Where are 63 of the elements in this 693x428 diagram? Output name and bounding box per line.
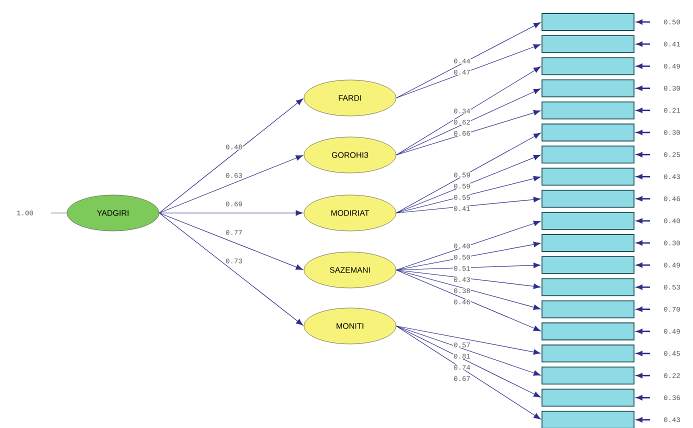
arrow [396,132,541,214]
indicator-box [542,146,634,164]
indicator-box [542,212,634,230]
arrow [396,66,541,156]
error-arrow [636,373,650,378]
arrow [396,270,541,290]
error-arrow [636,351,650,356]
arrow [396,242,541,270]
arrow [396,196,541,214]
indicator-box [542,300,634,318]
indicator-box [542,366,634,385]
error-arrow [636,174,650,180]
indicator-box [542,124,634,142]
error-arrow [636,130,650,135]
line [50,212,68,214]
arrow [158,98,304,214]
arrow [396,326,541,398]
error-arrow [636,284,650,290]
arrow [396,270,541,332]
arrow [158,212,303,270]
arrow [396,270,541,310]
arrow [158,210,303,216]
error-arrow [636,417,650,422]
indicator-box [542,101,634,120]
arrow [396,220,541,270]
arrow [396,44,541,98]
indicator-box [542,322,634,340]
error-arrow [636,328,650,334]
arrow [396,22,541,98]
error-arrow [636,240,650,246]
arrow [396,326,541,420]
indicator-box [542,35,634,54]
arrow [396,326,541,376]
indicator-box [542,13,634,31]
indicator-box [542,57,634,76]
arrow [158,212,304,326]
error-arrow [636,42,650,47]
arrow [396,154,541,214]
error-arrow [636,20,650,24]
error-arrow [636,218,650,224]
arrow [396,326,541,355]
error-arrow [636,196,650,202]
error-arrow [636,395,650,400]
arrow [396,88,541,156]
indicator-box [542,79,634,98]
indicator-box [542,168,634,186]
indicator-box [542,388,634,407]
indicator-box [542,344,634,362]
indicator-box [542,278,634,296]
arrow [396,176,541,214]
error-arrow [636,306,650,312]
indicator-box [542,234,634,252]
indicator-box [542,410,634,428]
error-arrow [636,86,650,91]
indicator-box [542,190,634,208]
indicator-box [542,256,634,274]
error-arrow [636,108,650,113]
arrow [396,262,541,270]
error-arrow [636,262,650,268]
error-arrow [636,64,650,69]
error-arrow [636,152,650,158]
arrow [158,155,303,214]
arrow [396,110,541,156]
